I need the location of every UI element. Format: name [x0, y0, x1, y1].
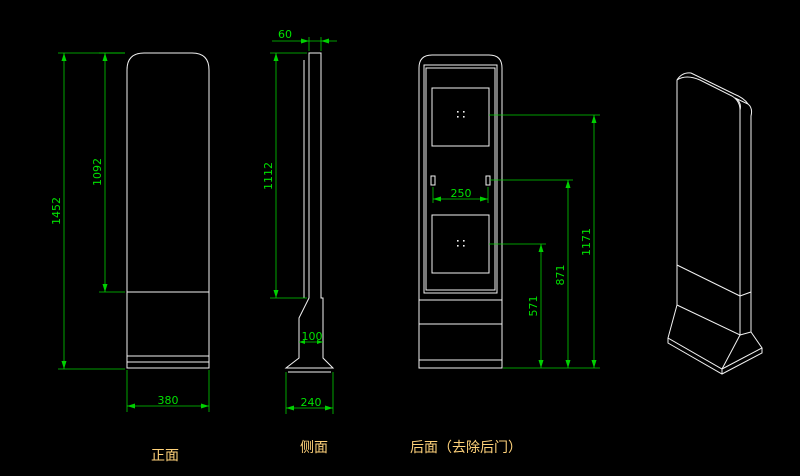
- dim-side-base: [285, 372, 334, 414]
- front-base-outline: [126, 292, 210, 369]
- isometric-view: [667, 72, 763, 375]
- dim-side-height: [270, 52, 307, 299]
- bracket-left: [430, 175, 436, 186]
- dim-text-1452: 1452: [50, 197, 63, 225]
- iso-base: [667, 304, 763, 370]
- dim-text-380: 380: [158, 394, 179, 407]
- dim-text-240: 240: [301, 396, 322, 409]
- dim-back-h2: [565, 180, 571, 368]
- lower-antenna-box: [431, 214, 490, 274]
- upper-antenna-box: [431, 87, 490, 147]
- front-view: 1452 1092 380 正面: [50, 52, 210, 464]
- dim-back-spacing: [432, 187, 489, 203]
- caption-side: 侧面: [300, 440, 328, 456]
- lower-antenna-dots: [457, 240, 465, 247]
- back-frame-outline: [418, 54, 503, 369]
- front-panel-outline: [126, 52, 210, 292]
- dim-text-1092: 1092: [91, 158, 104, 186]
- dim-front-panel-height: [99, 52, 125, 293]
- dim-side-top-thickness: [272, 37, 337, 51]
- iso-side-face: [734, 97, 753, 336]
- dim-front-total-height: [58, 52, 125, 370]
- dim-text-571: 571: [527, 296, 540, 317]
- dim-text-60: 60: [278, 28, 292, 41]
- iso-top-edge: [676, 72, 749, 105]
- caption-back: 后面（去除后门）: [410, 440, 522, 456]
- bracket-right: [485, 175, 491, 186]
- back-view: 250 1171 871 571 后面（去除后门）: [410, 54, 600, 456]
- dim-text-100: 100: [302, 330, 323, 343]
- upper-antenna-dots: [457, 111, 465, 118]
- iso-front-face: [676, 76, 741, 336]
- dim-text-250: 250: [451, 187, 472, 200]
- dim-side-neck: [299, 340, 323, 344]
- dim-text-1171: 1171: [580, 228, 593, 256]
- side-view: 60 1112 100 240 侧面: [262, 28, 337, 456]
- dim-back-h1: [591, 115, 597, 368]
- dim-text-871: 871: [554, 265, 567, 286]
- dim-text-1112: 1112: [262, 162, 275, 190]
- caption-front: 正面: [151, 448, 179, 464]
- side-profile-outline: [284, 52, 335, 369]
- dim-front-width: [126, 370, 210, 412]
- dim-back-h3: [538, 244, 544, 368]
